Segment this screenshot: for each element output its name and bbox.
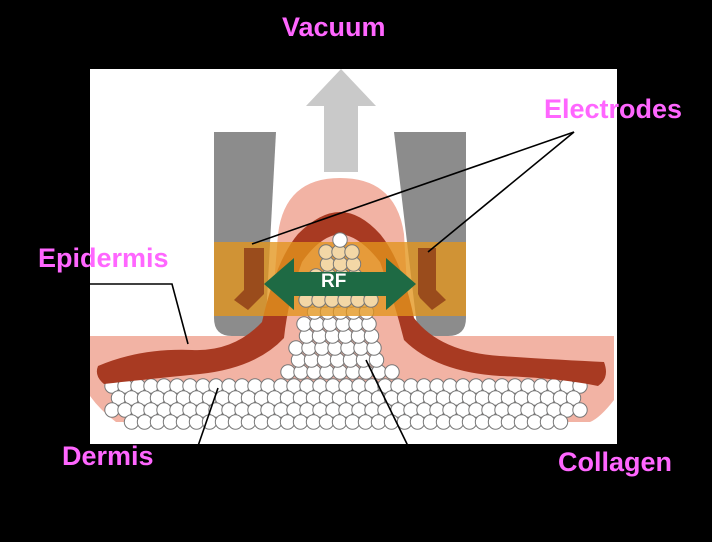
vacuum-label: Vacuum bbox=[282, 12, 386, 42]
collagen-sphere bbox=[435, 414, 452, 430]
collagen-sphere bbox=[292, 414, 309, 430]
heated-collagen-sphere bbox=[318, 244, 334, 260]
collagen-sphere bbox=[136, 414, 153, 430]
collagen-sphere bbox=[266, 414, 283, 430]
right-electrode bbox=[418, 248, 446, 310]
electrodes-leader-right bbox=[427, 131, 575, 253]
collagen-sphere bbox=[240, 414, 257, 430]
dermis-label: Dermis bbox=[62, 441, 154, 471]
heated-collagen-sphere bbox=[332, 232, 348, 248]
electrodes-label: Electrodes bbox=[544, 94, 683, 124]
collagen-sphere bbox=[539, 414, 556, 430]
rf-label: RF bbox=[321, 271, 347, 292]
collagen-sphere bbox=[162, 414, 179, 430]
collagen-sphere bbox=[409, 414, 426, 430]
collagen-sphere bbox=[305, 414, 322, 430]
collagen-sphere bbox=[448, 414, 465, 430]
collagen-sphere bbox=[474, 414, 491, 430]
collagen-sphere bbox=[344, 414, 361, 430]
collagen-sphere bbox=[318, 414, 335, 430]
collagen-sphere bbox=[487, 414, 504, 430]
epidermis-layer bbox=[96, 212, 606, 386]
collagen-sphere bbox=[422, 414, 439, 430]
collagen-sphere bbox=[572, 402, 588, 418]
collagen-sphere bbox=[513, 414, 530, 430]
collagen-sphere bbox=[552, 414, 569, 430]
collagen-sphere bbox=[175, 414, 192, 430]
collagen-sphere bbox=[149, 414, 166, 430]
collagen-sphere bbox=[526, 414, 543, 430]
collagen-sphere bbox=[331, 414, 348, 430]
vacuum-arrow-icon bbox=[306, 69, 376, 172]
collagen-sphere bbox=[188, 414, 205, 430]
rf-double-arrow-icon bbox=[264, 258, 416, 310]
collagen-sphere bbox=[296, 316, 312, 332]
electrodes-leader-left bbox=[251, 131, 575, 245]
collagen-sphere bbox=[500, 414, 517, 430]
heated-collagen-sphere bbox=[344, 244, 360, 260]
collagen-sphere bbox=[227, 414, 244, 430]
collagen-sphere bbox=[370, 414, 387, 430]
collagen-sphere bbox=[253, 414, 270, 430]
collagen-sphere bbox=[123, 414, 140, 430]
collagen-leader bbox=[365, 359, 409, 447]
collagen-sphere bbox=[279, 414, 296, 430]
collagen-sphere bbox=[280, 364, 296, 380]
epidermis-leader bbox=[86, 283, 189, 345]
collagen-sphere bbox=[214, 414, 231, 430]
collagen-layer bbox=[104, 292, 588, 430]
epidermis-label: Epidermis bbox=[38, 243, 169, 273]
collagen-sphere bbox=[288, 340, 304, 356]
collagen-sphere bbox=[104, 402, 120, 418]
collagen-sphere bbox=[565, 390, 582, 406]
collagen-label: Collagen bbox=[558, 447, 673, 477]
collagen-sphere bbox=[357, 414, 374, 430]
collagen-sphere bbox=[461, 414, 478, 430]
collagen-sphere bbox=[384, 364, 400, 380]
dermis-leader bbox=[197, 387, 219, 447]
left-electrode bbox=[234, 248, 264, 310]
